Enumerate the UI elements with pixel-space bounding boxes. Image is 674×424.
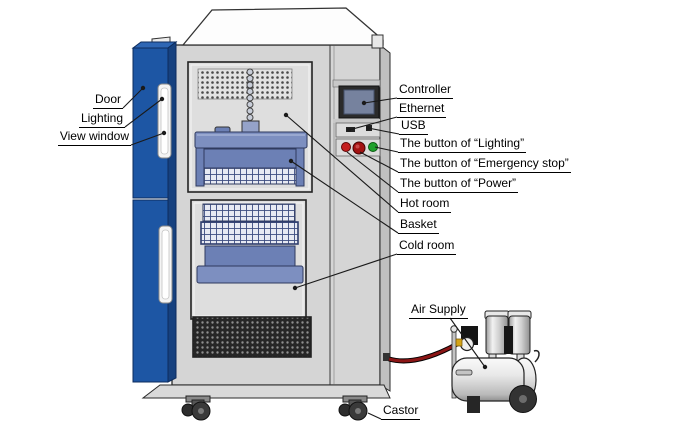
view-window-lower: [158, 225, 173, 304]
door: [131, 41, 178, 383]
compressor-motors: [484, 310, 532, 362]
compressor-wheel: [509, 385, 537, 413]
compressor-handle: [533, 349, 540, 363]
leader-lines: [122, 87, 486, 420]
hose-fitting: [455, 338, 463, 347]
air-hose: [383, 340, 461, 364]
label-cold-room: Cold room: [397, 238, 457, 255]
label-lighting: Lighting: [78, 111, 125, 128]
bottom-grille: [192, 316, 312, 358]
label-lighting-button: The button of “Lighting”: [398, 136, 527, 153]
emergency-stop-button: [352, 141, 366, 155]
cabinet-lid: [151, 7, 384, 49]
base-plinth: [141, 384, 391, 399]
label-usb: USB: [399, 118, 428, 135]
view-window-upper: [157, 83, 172, 159]
label-ethernet: Ethernet: [397, 101, 447, 118]
label-door: Door: [92, 92, 123, 109]
castor-right: [338, 395, 368, 421]
hanging-chain: [246, 68, 254, 121]
compressor-foot: [467, 396, 480, 413]
lid-latch-right: [371, 34, 384, 49]
label-view-window: View window: [57, 129, 131, 146]
air-compressor: [450, 310, 540, 413]
hot-room: [187, 61, 313, 193]
cabinet-side-panel: [379, 43, 391, 392]
control-panel: [332, 79, 381, 157]
castor-left: [181, 395, 211, 421]
leader-dots: [140, 85, 488, 370]
label-power-button: The button of “Power”: [398, 176, 519, 193]
label-basket: Basket: [398, 217, 439, 234]
label-castor: Castor: [381, 403, 421, 420]
hot-room-vent-panel: [197, 68, 293, 100]
label-emergency-button: The button of “Emergency stop”: [398, 156, 571, 173]
cold-room-basket: [196, 203, 304, 284]
label-controller: Controller: [397, 82, 454, 99]
cold-room: [190, 199, 307, 320]
power-button: [341, 142, 351, 152]
label-air-supply: Air Supply: [409, 302, 468, 319]
label-hot-room: Hot room: [398, 196, 452, 213]
hot-room-basket: [194, 120, 308, 187]
